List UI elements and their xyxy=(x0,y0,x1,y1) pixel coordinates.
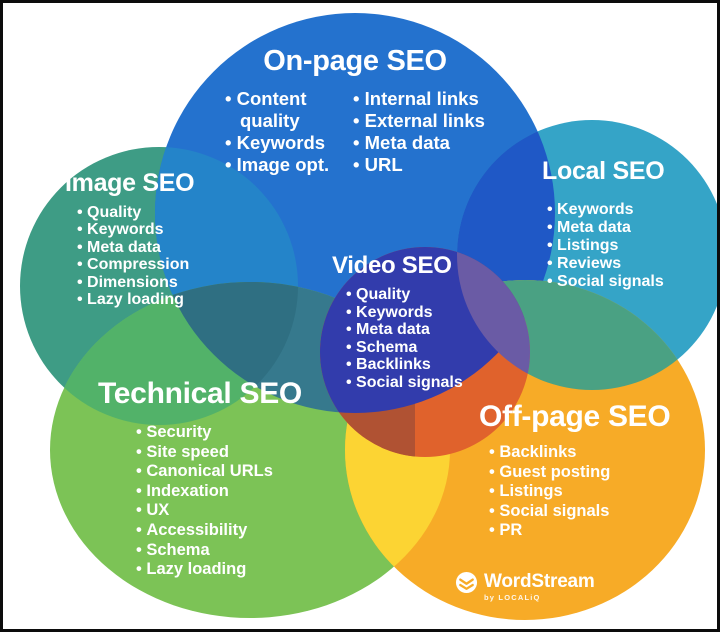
list-item: Meta data xyxy=(77,239,189,256)
overlap-video-local xyxy=(457,247,530,390)
local-seo-list: KeywordsMeta dataListingsReviewsSocial s… xyxy=(547,201,664,291)
technical-seo-title: Technical SEO xyxy=(98,377,302,410)
overlap-local-offpage xyxy=(457,280,705,390)
overlap-image-technical xyxy=(50,282,298,425)
image-seo-list: QualityKeywordsMeta dataCompressionDimen… xyxy=(77,204,189,308)
list-item: Keywords xyxy=(547,201,664,219)
list-item: Content quality xyxy=(225,88,339,132)
onpage-seo-list-col1: Content qualityKeywordsImage opt. xyxy=(225,88,339,176)
video-seo-title: Video SEO xyxy=(332,252,452,279)
list-item: Social signals xyxy=(346,374,463,392)
list-item: Schema xyxy=(346,339,463,357)
wordstream-logo-icon xyxy=(455,571,478,594)
offpage-seo-title: Off-page SEO xyxy=(479,400,671,433)
wordstream-logo: WordStream by LOCALiQ xyxy=(455,571,595,602)
list-item: Keywords xyxy=(346,304,463,322)
list-item: URL xyxy=(353,154,523,176)
list-item: Internal links xyxy=(353,88,523,110)
list-item: Security xyxy=(136,423,273,443)
list-item: Guest posting xyxy=(489,463,610,483)
list-item: Quality xyxy=(77,204,189,221)
list-item: Listings xyxy=(489,482,610,502)
list-item: Canonical URLs xyxy=(136,462,273,482)
local-seo-title: Local SEO xyxy=(542,157,665,185)
list-item: Social signals xyxy=(547,273,664,291)
list-item: Reviews xyxy=(547,255,664,273)
list-item: Site speed xyxy=(136,443,273,463)
list-item: Keywords xyxy=(77,221,189,238)
list-item: Lazy loading xyxy=(136,560,273,580)
list-item: Meta data xyxy=(547,219,664,237)
list-item: Schema xyxy=(136,541,273,561)
wordstream-logo-byline: by LOCALiQ xyxy=(484,593,541,602)
list-item: Social signals xyxy=(489,502,610,522)
list-item: Listings xyxy=(547,237,664,255)
list-item: Accessibility xyxy=(136,521,273,541)
onpage-seo-title: On-page SEO xyxy=(263,45,447,77)
list-item: UX xyxy=(136,501,273,521)
technical-seo-list: SecuritySite speedCanonical URLsIndexati… xyxy=(136,423,273,580)
onpage-seo-list-col2: Internal linksExternal linksMeta dataURL xyxy=(353,88,523,176)
list-item: Keywords xyxy=(225,132,339,154)
video-seo-list: QualityKeywordsMeta dataSchemaBacklinksS… xyxy=(346,286,463,392)
image-seo-title: Image SEO xyxy=(65,169,195,197)
list-item: Quality xyxy=(346,286,463,304)
offpage-seo-list: BacklinksGuest postingListingsSocial sig… xyxy=(489,443,610,541)
list-item: PR xyxy=(489,521,610,541)
onpage-seo-lists: Content qualityKeywordsImage opt. Intern… xyxy=(225,88,523,176)
list-item: Lazy loading xyxy=(77,291,189,308)
list-item: Compression xyxy=(77,256,189,273)
list-item: Meta data xyxy=(346,321,463,339)
wordstream-logo-name: WordStream xyxy=(484,571,595,592)
list-item: Image opt. xyxy=(225,154,339,176)
list-item: Indexation xyxy=(136,482,273,502)
list-item: Meta data xyxy=(353,132,523,154)
list-item: External links xyxy=(353,110,523,132)
list-item: Dimensions xyxy=(77,274,189,291)
list-item: Backlinks xyxy=(489,443,610,463)
list-item: Backlinks xyxy=(346,356,463,374)
